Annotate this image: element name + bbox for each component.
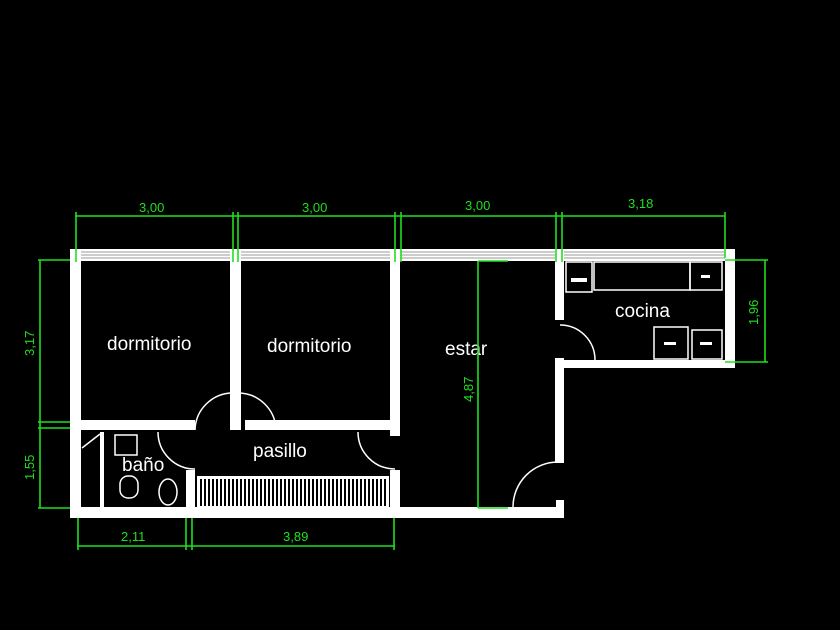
- stair-tread: [304, 479, 306, 506]
- dimension-bottom-2: 3,89: [283, 529, 308, 544]
- stair-tread: [336, 479, 338, 506]
- dimension-top-4: 3,18: [628, 196, 653, 211]
- stair-tread: [344, 479, 346, 506]
- stair-tread: [296, 479, 298, 506]
- stair-tread: [256, 479, 258, 506]
- stair-tread: [228, 479, 230, 506]
- dimension-top-1: 3,00: [139, 200, 164, 215]
- stair-tread: [328, 479, 330, 506]
- stair-tread: [348, 479, 350, 506]
- stair-tread: [364, 479, 366, 506]
- stair-tread: [200, 479, 202, 506]
- stair-tread: [300, 479, 302, 506]
- stair-hatch: [197, 476, 389, 507]
- stair-tread: [268, 479, 270, 506]
- dimension-cocina-height: 1,96: [746, 300, 761, 325]
- stair-tread: [236, 479, 238, 506]
- stair-tread: [224, 479, 226, 506]
- stair-tread: [280, 479, 282, 506]
- stair-tread: [376, 479, 378, 506]
- stair-tread: [264, 479, 266, 506]
- kitchen-fixtures: [565, 261, 723, 360]
- stair-tread: [284, 479, 286, 506]
- dimension-lines: [38, 212, 768, 550]
- stair-tread: [316, 479, 318, 506]
- stair-tread: [356, 479, 358, 506]
- dimension-left-upper: 3,17: [22, 331, 37, 356]
- stair-tread: [308, 479, 310, 506]
- stair-tread: [352, 479, 354, 506]
- stair-tread: [288, 479, 290, 506]
- stair-tread: [204, 479, 206, 506]
- stair-tread: [292, 479, 294, 506]
- dimension-top-3: 3,00: [465, 198, 490, 213]
- bathroom-fixtures: [81, 433, 178, 506]
- stair-tread: [340, 479, 342, 506]
- window-strip: [70, 249, 735, 261]
- stair-tread: [220, 479, 222, 506]
- stair-tread: [208, 479, 210, 506]
- dimension-left-lower: 1,55: [22, 455, 37, 480]
- room-label-pasillo: pasillo: [253, 441, 307, 462]
- stair-tread: [384, 479, 386, 506]
- dimension-bottom-1: 2,11: [121, 529, 145, 544]
- dimension-estar-height: 4,87: [461, 377, 476, 402]
- room-label-dormitorio-2: dormitorio: [267, 336, 351, 357]
- stair-tread: [240, 479, 242, 506]
- stair-tread: [244, 479, 246, 506]
- stair-tread: [248, 479, 250, 506]
- room-label-estar: estar: [445, 339, 488, 360]
- stair-tread: [380, 479, 382, 506]
- walls: [70, 250, 735, 518]
- room-label-dormitorio-1: dormitorio: [107, 334, 191, 355]
- stair-tread: [372, 479, 374, 506]
- doors: [157, 324, 596, 508]
- stair-tread: [216, 479, 218, 506]
- stair-tread: [312, 479, 314, 506]
- stair-tread: [232, 479, 234, 506]
- stair-tread: [276, 479, 278, 506]
- stair-tread: [368, 479, 370, 506]
- stair-tread: [260, 479, 262, 506]
- room-label-cocina: cocina: [615, 301, 670, 322]
- stair-tread: [252, 479, 254, 506]
- room-label-bano: baño: [122, 455, 164, 476]
- stair-tread: [212, 479, 214, 506]
- dimension-top-2: 3,00: [302, 200, 327, 215]
- stair-tread: [320, 479, 322, 506]
- stair-tread: [332, 479, 334, 506]
- stair-tread: [272, 479, 274, 506]
- stair-tread: [360, 479, 362, 506]
- stair-tread: [324, 479, 326, 506]
